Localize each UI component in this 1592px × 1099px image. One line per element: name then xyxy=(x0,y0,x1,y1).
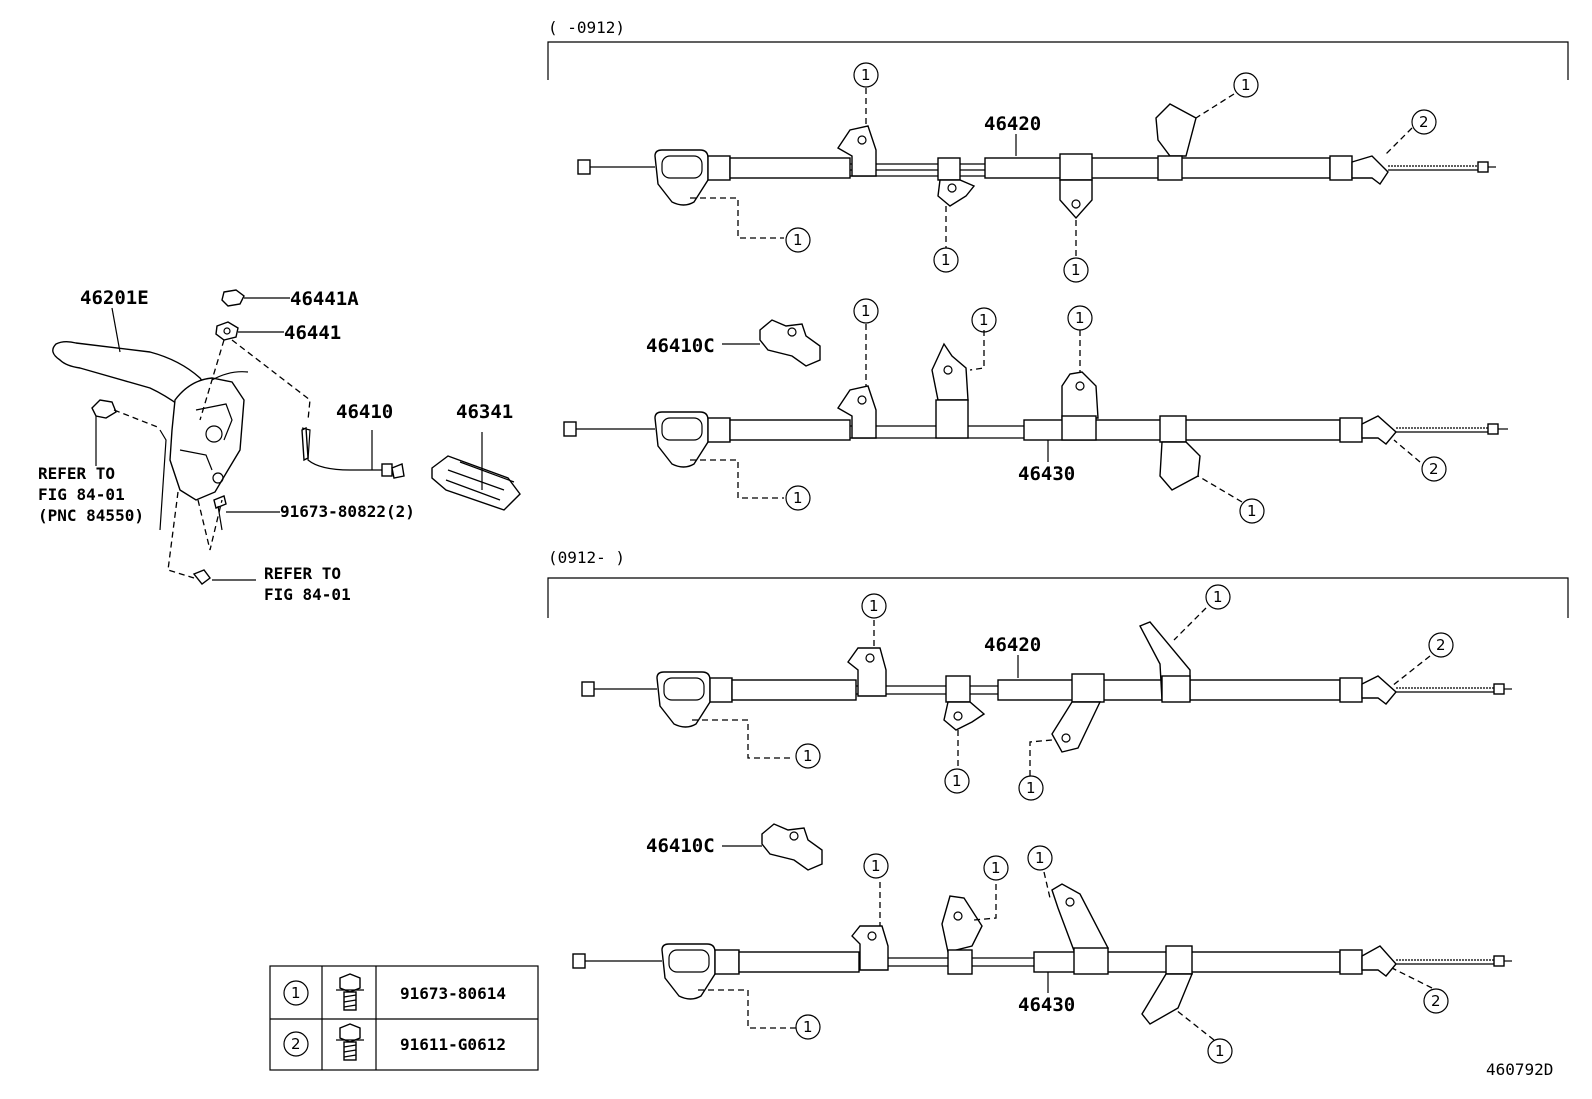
label-cable-46430-a: 46430 xyxy=(1018,463,1075,485)
svg-text:2: 2 xyxy=(1436,636,1446,654)
bolt-icon xyxy=(336,1023,364,1061)
callout-1 xyxy=(1207,1038,1233,1064)
callout-1 xyxy=(863,853,889,879)
bolt-icon xyxy=(336,973,364,1011)
legend-num-1: 1 xyxy=(291,984,301,1002)
callout-1 xyxy=(1205,584,1231,610)
legend-callout-1 xyxy=(283,980,309,1006)
callout-1 xyxy=(1239,498,1265,524)
refer1-line3: (PNC 84550) xyxy=(38,506,144,525)
svg-text:1: 1 xyxy=(869,597,879,615)
label-cover: 46341 xyxy=(456,401,513,423)
callout-1 xyxy=(1027,845,1053,871)
label-nut-a: 46441A xyxy=(290,288,359,310)
svg-text:1: 1 xyxy=(1215,1042,1225,1060)
svg-text:1: 1 xyxy=(1026,779,1036,797)
cable-46420-early xyxy=(577,88,1496,258)
range-bracket-top xyxy=(547,41,1569,80)
label-bolt: 91673-80822(2) xyxy=(280,502,415,521)
svg-text:2: 2 xyxy=(1431,992,1441,1010)
svg-text:1: 1 xyxy=(1247,502,1257,520)
svg-text:1: 1 xyxy=(952,772,962,790)
range-label-bottom: (0912- ) xyxy=(548,548,625,567)
callout-1 xyxy=(861,593,887,619)
svg-text:1: 1 xyxy=(861,302,871,320)
callout-1 xyxy=(785,227,811,253)
callout-1 xyxy=(971,307,997,333)
legend-callout-2 xyxy=(283,1031,309,1057)
svg-text:1: 1 xyxy=(991,859,1001,877)
label-cable-front: 46410 xyxy=(336,401,393,423)
refer2-line1: REFER TO xyxy=(264,564,341,583)
label-clip-46410c-a: 46410C xyxy=(646,335,715,357)
callout-1 xyxy=(1063,257,1089,283)
svg-text:1: 1 xyxy=(941,251,951,269)
refer2-line2: FIG 84-01 xyxy=(264,585,351,604)
drawing-id: 460792D xyxy=(1486,1060,1553,1079)
callout-2 xyxy=(1411,109,1437,135)
label-clip-46410c-b: 46410C xyxy=(646,835,715,857)
svg-text:1: 1 xyxy=(793,489,803,507)
label-cable-46420-a: 46420 xyxy=(984,113,1041,135)
refer1-line2: FIG 84-01 xyxy=(38,485,125,504)
callout-1 xyxy=(1018,775,1044,801)
callout-1 xyxy=(944,768,970,794)
callout-1 xyxy=(933,247,959,273)
parking-brake-lever-assembly xyxy=(52,289,521,585)
label-cable-46420-b: 46420 xyxy=(984,634,1041,656)
callout-1 xyxy=(1233,72,1259,98)
callout-2 xyxy=(1428,632,1454,658)
cable-46430-early xyxy=(563,319,1508,503)
callout-1 xyxy=(983,855,1009,881)
svg-text:1: 1 xyxy=(1035,849,1045,867)
svg-text:2: 2 xyxy=(1429,460,1439,478)
svg-text:1: 1 xyxy=(793,231,803,249)
refer1-line1: REFER TO xyxy=(38,464,115,483)
legend-part-1: 91673-80614 xyxy=(400,984,506,1003)
label-lever: 46201E xyxy=(80,287,149,309)
svg-text:2: 2 xyxy=(1419,113,1429,131)
callout-1 xyxy=(795,743,821,769)
legend-part-2: 91611-G0612 xyxy=(400,1035,506,1054)
cable-46420-late xyxy=(581,607,1512,776)
legend-num-2: 2 xyxy=(291,1035,301,1053)
callout-1 xyxy=(853,298,879,324)
svg-text:1: 1 xyxy=(1213,588,1223,606)
callout-1 xyxy=(785,485,811,511)
svg-text:1: 1 xyxy=(871,857,881,875)
callout-1 xyxy=(795,1014,821,1040)
label-nut: 46441 xyxy=(284,322,341,344)
svg-text:1: 1 xyxy=(803,747,813,765)
callout-2 xyxy=(1421,456,1447,482)
svg-text:1: 1 xyxy=(1075,309,1085,327)
callout-markers: 1 1 2 1 1 1 1 1 1 1 2 1 1 1 2 1 1 1 1 1 … xyxy=(785,62,1454,1064)
svg-text:1: 1 xyxy=(1241,76,1251,94)
callout-1 xyxy=(1067,305,1093,331)
range-label-top: ( -0912) xyxy=(548,18,625,37)
cable-46430-late xyxy=(572,823,1512,1041)
legend-table: 1 91673-80614 2 91611-G0612 xyxy=(269,965,539,1071)
svg-text:1: 1 xyxy=(979,311,989,329)
range-bracket-bottom xyxy=(547,577,1569,618)
svg-text:1: 1 xyxy=(1071,261,1081,279)
callout-2 xyxy=(1423,988,1449,1014)
callout-1 xyxy=(853,62,879,88)
svg-text:1: 1 xyxy=(803,1018,813,1036)
label-cable-46430-b: 46430 xyxy=(1018,994,1075,1016)
svg-text:1: 1 xyxy=(861,66,871,84)
